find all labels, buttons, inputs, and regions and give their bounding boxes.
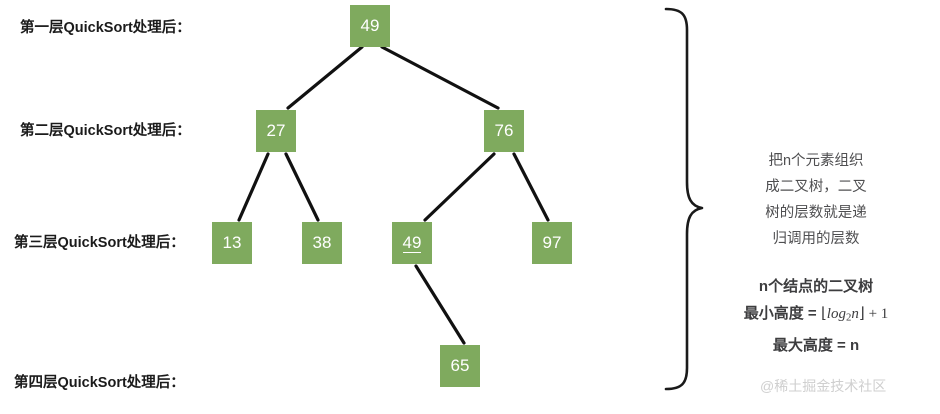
note-paragraph-line-4: 归调用的层数 xyxy=(772,231,860,247)
tree-node-label: 65 xyxy=(450,356,470,375)
tree-node-27[interactable]: 27 xyxy=(256,110,296,152)
tree-edge-n27-n38 xyxy=(284,152,320,222)
tree-node-label: 49 xyxy=(402,232,422,253)
tree-node-label: 49 xyxy=(360,16,380,35)
right-curly-brace-icon xyxy=(664,7,704,391)
floor-bracket-open-icon: ⌊ xyxy=(820,304,827,322)
tree-node-label: 13 xyxy=(222,233,242,252)
note-paragraph: 把n个元素组织 成二叉树，二叉 树的层数就是递 归调用的层数 xyxy=(716,148,916,252)
tree-node-76[interactable]: 76 xyxy=(484,110,524,152)
tree-edge-n49root-n76 xyxy=(380,45,500,110)
tree-node-49-root[interactable]: 49 xyxy=(350,5,390,47)
formula-max-height: 最大高度 = n xyxy=(772,336,860,354)
formula-min-prefix: 最小高度 = xyxy=(743,305,821,322)
tree-edge-n49b-n65 xyxy=(414,264,466,345)
formula-log-arg: n xyxy=(851,306,859,322)
tree-edge-n27-n13 xyxy=(237,152,270,222)
tree-node-49-pivot[interactable]: 49 xyxy=(392,222,432,264)
level-label-2: 第二层QuickSort处理后： xyxy=(20,123,191,139)
watermark: @稀土掘金技术社区 xyxy=(760,378,887,394)
tree-node-label: 27 xyxy=(266,121,286,140)
formula-log: log xyxy=(826,306,846,322)
note-paragraph-line-2: 成二叉树，二叉 xyxy=(765,179,867,195)
tree-node-38[interactable]: 38 xyxy=(302,222,342,264)
floor-bracket-close-icon: ⌋ xyxy=(858,304,865,322)
tree-edge-n76-n97 xyxy=(512,152,550,222)
tree-edge-n49root-n27 xyxy=(286,45,364,110)
level-label-4: 第四层QuickSort处理后： xyxy=(14,375,185,391)
note-paragraph-line-1: 把n个元素组织 xyxy=(768,153,864,169)
formula-min-height: 最小高度 = ⌊log2n⌋ + 1 xyxy=(706,300,926,332)
tree-node-label: 76 xyxy=(494,121,514,140)
formula-log-base: 2 xyxy=(845,311,852,324)
tree-node-label: 38 xyxy=(312,233,332,252)
tree-node-13[interactable]: 13 xyxy=(212,222,252,264)
tree-node-97[interactable]: 97 xyxy=(532,222,572,264)
formula-min-suffix: + 1 xyxy=(864,306,889,322)
tree-edge-n76-n49b xyxy=(423,152,496,222)
tree-node-label: 97 xyxy=(542,233,562,252)
level-label-3: 第三层QuickSort处理后： xyxy=(14,235,185,251)
note-paragraph-line-3: 树的层数就是递 xyxy=(765,205,867,221)
tree-node-65[interactable]: 65 xyxy=(440,345,480,387)
level-label-1: 第一层QuickSort处理后： xyxy=(20,20,191,36)
note-formula-block: n个结点的二叉树 最小高度 = ⌊log2n⌋ + 1 最大高度 = n xyxy=(706,273,926,359)
formula-title: n个结点的二叉树 xyxy=(758,278,874,295)
